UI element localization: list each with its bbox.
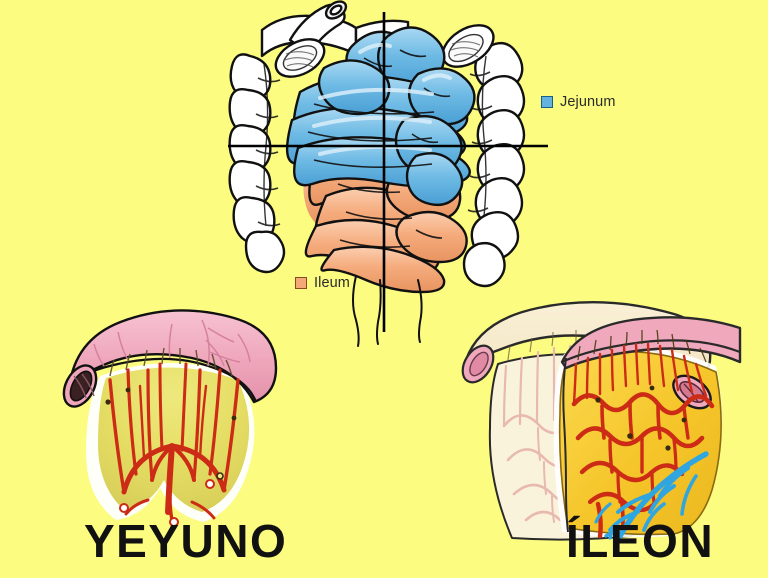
jejunum-mesentery-detail xyxy=(52,298,292,528)
ileum-vivid-wall xyxy=(560,316,742,370)
legend-swatch-ileum xyxy=(295,277,307,290)
jejunum-cut-lumen xyxy=(62,364,98,408)
lower-outline-strands xyxy=(352,275,423,347)
ileum-vivid-wall-edge xyxy=(561,339,741,363)
ileum-mesenteric-border xyxy=(577,329,707,363)
legend-item-jejunum: Jejunum xyxy=(541,95,616,110)
caption-jejunum: YEYUNO xyxy=(84,515,288,567)
ileum-vasa-recta xyxy=(572,342,708,406)
jejunum-serosa-vessels xyxy=(93,319,251,367)
jejunum-mesenteric-border xyxy=(109,347,233,377)
jejunum-wall xyxy=(68,309,278,404)
ileum-veins xyxy=(594,451,709,540)
ileum-vivid-seam xyxy=(562,357,569,533)
ileum-mesentery-detail xyxy=(452,298,742,541)
jejunum-vessel-nodes xyxy=(105,387,237,527)
legend-label-jejunum: Jejunum xyxy=(560,94,616,110)
legend-swatch-jejunum xyxy=(541,96,553,109)
jejunum-loop-creases xyxy=(307,49,451,168)
jejunum-mesentery xyxy=(98,367,250,512)
caption-ileum: ÍLEON xyxy=(566,515,715,567)
legend-label-ileum: Ileum xyxy=(314,275,350,291)
colon-cut-window-left xyxy=(274,38,326,78)
small-intestine-quadrant-diagram xyxy=(228,0,548,347)
ileum-vivid-layer xyxy=(553,316,742,540)
colon-haustra-lines xyxy=(255,55,493,227)
ileum-vessel-nodes xyxy=(595,385,687,451)
quadrant-crosshair xyxy=(228,12,548,332)
legend-item-ileum: Ileum xyxy=(295,276,350,291)
